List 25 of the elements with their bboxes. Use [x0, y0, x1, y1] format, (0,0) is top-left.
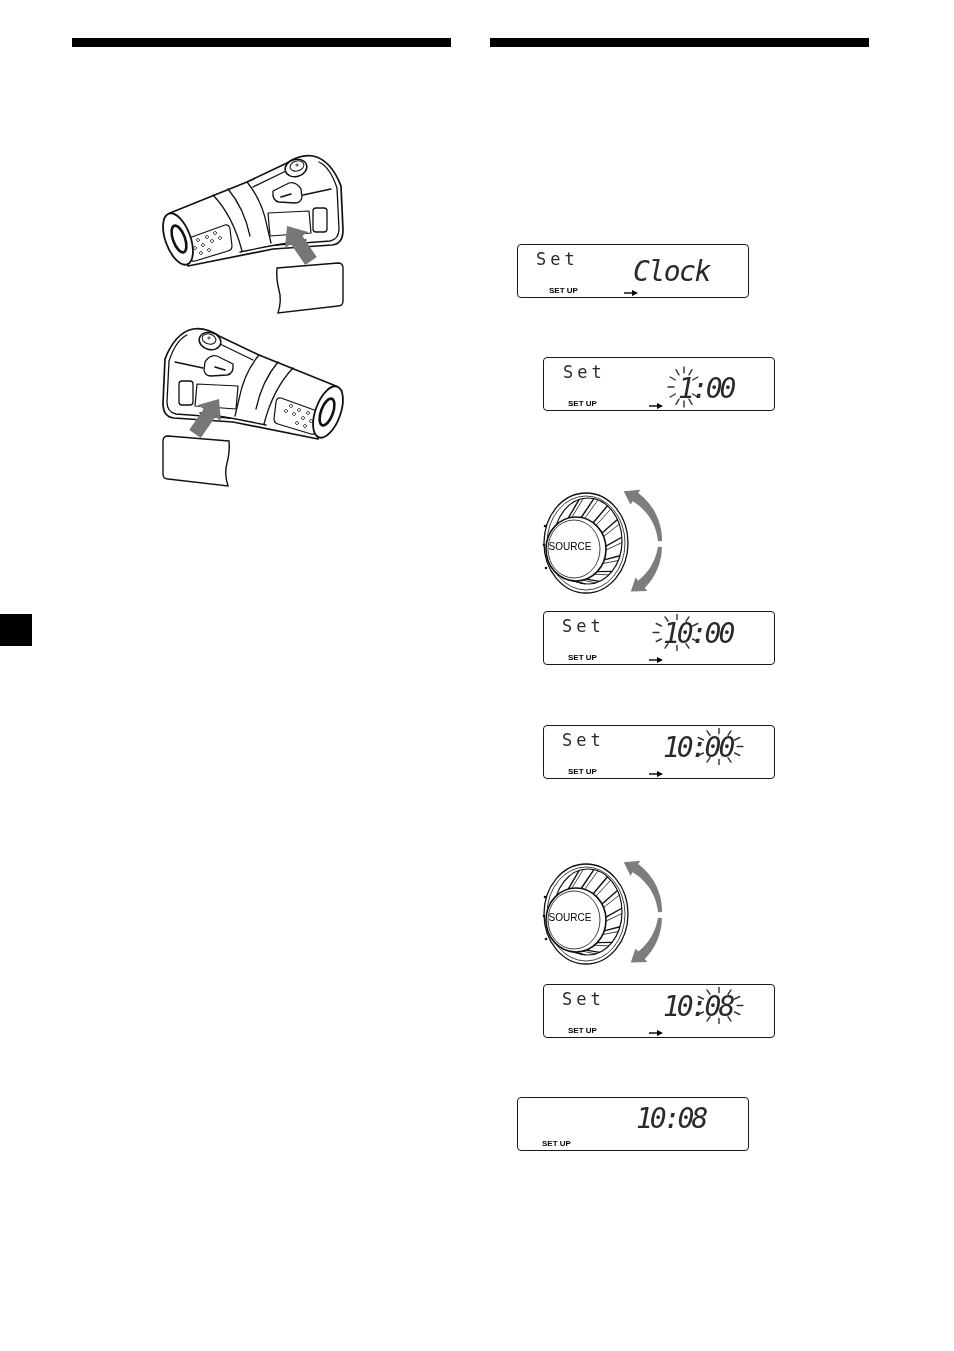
display-text: Set [536, 251, 579, 268]
lcd-display [543, 984, 775, 1038]
display-readout: 10:00 [663, 623, 734, 646]
indicator-label: SET UP [568, 400, 597, 408]
display-readout: 10:08 [636, 1108, 707, 1131]
knob-label: SOURCE [548, 542, 592, 552]
lcd-display [517, 1097, 749, 1151]
lcd-display [517, 244, 749, 298]
lcd-display [543, 725, 775, 779]
display-readout: Clock [633, 261, 712, 284]
display-readout: 10:08 [663, 996, 734, 1019]
indicator-label: SET UP [568, 1027, 597, 1035]
knob-label: SOURCE [548, 913, 592, 923]
indicator-label: SET UP [568, 654, 597, 662]
display-text: Set [562, 732, 605, 749]
display-readout: 1:00 [678, 378, 735, 401]
display-text: Set [562, 618, 605, 635]
display-text: Set [563, 364, 606, 381]
lcd-display [543, 611, 775, 665]
indicator-label: SET UP [568, 768, 597, 776]
indicator-label: SET UP [549, 287, 578, 295]
display-text: Set [562, 991, 605, 1008]
lcd-display [543, 357, 775, 411]
indicator-label: SET UP [542, 1140, 571, 1148]
display-readout: 10:00 [663, 737, 734, 760]
